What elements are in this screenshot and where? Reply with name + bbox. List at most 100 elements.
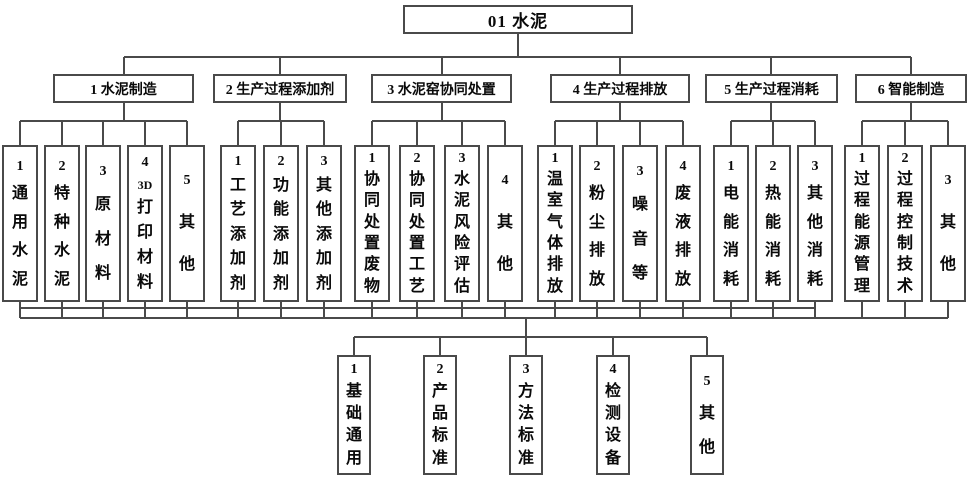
node-label-char: 废 [363,256,380,274]
node-label-char: 处 [363,213,380,231]
node-label-char: 种 [53,213,70,231]
node-label-char: 剂 [315,274,332,292]
node-label-char: 加 [315,250,332,268]
node-label-char: 他 [496,256,513,274]
node-label-char: 品 [431,404,448,422]
node-number: 2 [413,151,421,167]
node-number: 2 [436,362,444,378]
node-label-char: 加 [229,250,246,268]
node-number: 3 [944,172,952,188]
node-label-char: 源 [853,234,870,252]
node-label-char: 温 [546,170,563,188]
node-label-char: 放 [546,277,563,295]
node-number: 1 [16,158,24,174]
node-label-char: 料 [136,274,153,291]
node-number: 1 [858,151,866,167]
node-label-char: 他 [698,438,715,456]
node-number: 3 [458,151,466,167]
node-label-char: 检 [604,382,621,400]
node-label-char: 管 [853,256,870,274]
node-label-char: 险 [453,234,470,252]
node-number: 4 [501,172,509,188]
node-label-char: 耗 [806,270,823,288]
node-number: 2 [593,158,601,174]
node-label-char: 泥 [53,270,70,288]
node-label-char: 放 [674,270,691,288]
group-header-process-additives: 2 生产过程添加剂 [213,74,347,103]
node-label-char: 准 [431,449,448,467]
node-label-char: 艺 [408,277,425,295]
node-label-char: 他 [806,213,823,231]
node-label-char: 制 [896,234,913,252]
node-label-char: 耗 [764,270,781,288]
node-label-char: 他 [315,201,332,219]
node-common-5: 5 其他 [690,355,724,475]
node-number: 3 [522,362,530,378]
node-label-char: 工 [229,176,246,194]
node-label-char: 艺 [229,201,246,219]
node-label-char: 同 [408,192,425,210]
node-label-char: 过 [853,170,870,188]
node-number: 2 [901,151,909,167]
node-label-char: 能 [272,201,289,219]
node-label-char: 通 [11,185,28,202]
node-label-char: 能 [764,213,781,231]
node-label-char: 粉 [588,185,605,202]
node-label-char: 测 [604,404,621,422]
node-label-char: 噪 [631,196,648,214]
node-label-char: 用 [345,449,362,467]
node-label-char: 材 [136,249,153,266]
node-label-char: 其 [315,176,332,194]
group-header-intelligent-manufacturing: 6 智能制造 [855,74,967,103]
node-label-char: 术 [896,277,913,295]
node-label-char: 工 [408,256,425,274]
node-number: 5 [703,373,711,389]
node-number: 1 [234,154,242,170]
node-label-char: 等 [631,264,648,282]
node-label-char: 体 [546,234,563,252]
node-label-char: 功 [272,176,289,194]
node-label-char: 原 [94,196,111,214]
node-label-char: 电 [722,185,739,202]
node-label-char: 其 [698,405,715,422]
node-label-char: 消 [806,242,823,259]
node-label-char: 液 [674,213,691,231]
node-number: 2 [277,154,285,170]
node-label-char: 他 [939,256,956,274]
node-number: 2 [58,158,66,174]
group-header-cement-manufacturing: 1 水泥制造 [53,74,194,103]
node-label-char: 他 [178,256,195,274]
node-label-char: 过 [896,170,913,188]
node-label-char: 程 [896,192,913,210]
node-label-char: 排 [588,242,605,259]
node-label-char: 方 [517,382,534,400]
node-label-char: 理 [853,277,870,295]
node-number: 1 [350,362,358,378]
group-header-process-emissions: 4 生产过程排放 [550,74,690,103]
node-label-char: 热 [764,185,781,202]
node-label-char: 其 [939,213,956,231]
node-label-char: 标 [431,427,448,445]
node-label-char: 其 [496,213,513,231]
node-label-char: 水 [453,170,470,188]
node-label-char: 置 [363,234,380,252]
group-header-process-consumption: 5 生产过程消耗 [705,74,838,103]
node-label-char: 置 [408,234,425,252]
node-label-char: 备 [604,449,621,467]
node-label-char: 排 [546,256,563,274]
node-label-char: 其 [806,185,823,202]
node-number: 3 [811,158,819,174]
